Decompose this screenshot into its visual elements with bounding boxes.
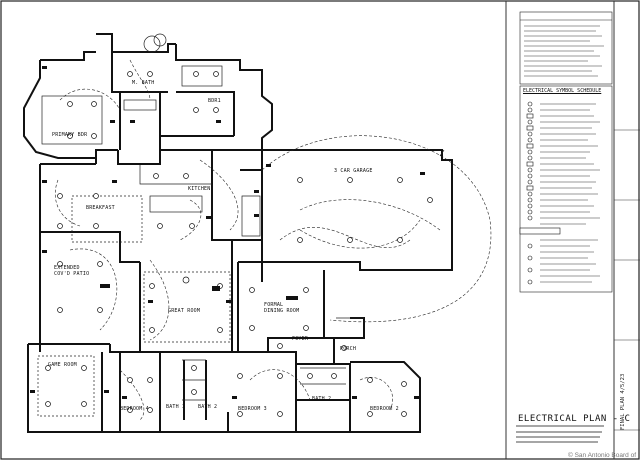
general-notes-box (519, 11, 613, 85)
right-strip-lines (614, 129, 640, 431)
symbol-schedule-marks (519, 101, 561, 285)
notes-text-lines (524, 25, 604, 77)
wiring-runs (54, 59, 492, 421)
room-label-bath3: BATH 3 (166, 404, 186, 410)
room-label-game-room: GAME ROOM (48, 362, 77, 368)
room-label-bedroom2: BEDROOM 2 (370, 406, 399, 412)
plan-title: ELECTRICAL PLAN - C (518, 414, 631, 424)
room-label-bath2-left: BATH 2 (198, 404, 218, 410)
room-label-great-room: GREAT ROOM (168, 308, 201, 314)
plan-title-underline (516, 425, 604, 443)
room-label-kitchen: KITCHEN (188, 186, 211, 192)
room-label-formal-dining: FORMAL DINING ROOM (264, 302, 300, 314)
room-label-m-bath: M. BATH (132, 80, 155, 86)
symbol-schedule-title: ELECTRICAL SYMBOL SCHEDULE (523, 88, 602, 94)
room-label-garage: 3 CAR GARAGE (334, 168, 373, 174)
final-plan-stamp: FINAL PLAN 4/5/23 (620, 373, 626, 430)
room-label-extended-patio: EXTENDED COV'D PATIO (54, 265, 90, 277)
room-label-porch: PORCH (340, 346, 357, 352)
light-fixtures (45, 71, 433, 417)
exterior-walls (23, 33, 453, 433)
outlet-symbols (30, 66, 425, 399)
room-label-bedroom-top: BDR1 (208, 98, 221, 104)
room-label-bedroom4: BEDROOM 4 (120, 406, 149, 412)
room-label-primary-bdr: PRIMARY BDR (52, 132, 88, 138)
room-label-bedroom3: BEDROOM 3 (238, 406, 267, 412)
room-label-bath2-right: BATH 2 (312, 396, 332, 402)
room-label-breakfast: BREAKFAST (86, 205, 115, 211)
symbol-schedule-rows (540, 103, 600, 283)
room-label-foyer: FOYER (292, 336, 309, 342)
copyright-watermark: © San Antonio Board of (567, 452, 636, 459)
symbol-schedule-box (519, 85, 613, 293)
